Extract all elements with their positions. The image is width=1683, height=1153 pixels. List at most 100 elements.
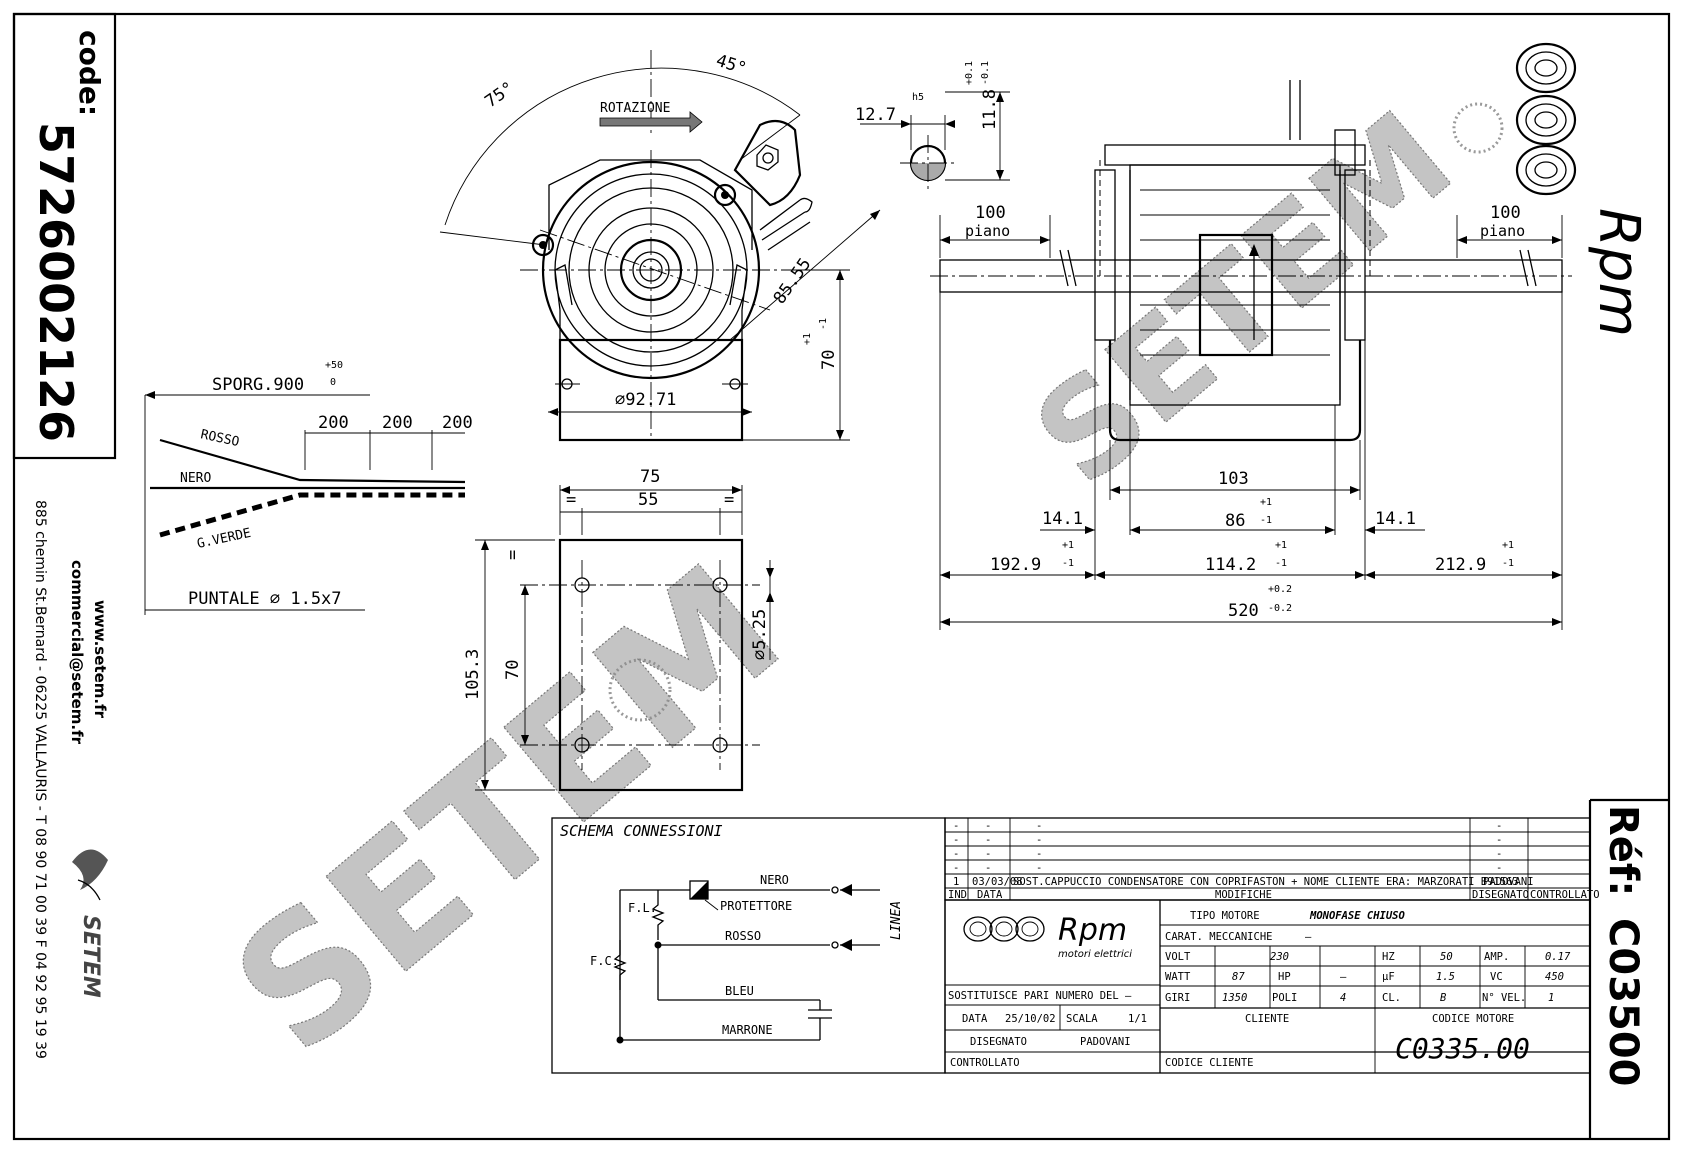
dim-86-tol-minus: -1 — [1260, 515, 1272, 526]
bracket-eq-right: = — [724, 490, 734, 510]
tb-watt-label: WATT — [1165, 971, 1191, 983]
front-height-dim: 70 — [819, 350, 839, 370]
sporg-tol-plus: +50 — [325, 360, 343, 371]
dim-520-tol-plus: +0.2 — [1268, 584, 1292, 595]
tb-cliente-label: CLIENTE — [1245, 1013, 1289, 1025]
rev-row-5-dis: PADOVANI — [1483, 876, 1534, 888]
tb-codice-motore-label: CODICE MOTORE — [1432, 1013, 1514, 1025]
schema-rosso: ROSSO — [725, 929, 761, 943]
rpm-coil-logo — [1515, 42, 1577, 196]
tb-giri: 1350 — [1222, 992, 1247, 1004]
tb-uf: 1.5 — [1436, 971, 1455, 983]
dim-212-tol-minus: -1 — [1502, 558, 1514, 569]
code-label: code: — [73, 30, 106, 116]
setem-logo: SETEM — [72, 849, 108, 998]
shaft-diameter: 12.7 — [855, 105, 896, 125]
sporg-label: SPORG.900 — [212, 375, 304, 395]
tb-hz: 50 — [1440, 951, 1453, 963]
wire-green-label: G.VERDE — [196, 526, 253, 552]
dim-212: 212.9 — [1435, 555, 1486, 575]
tb-amp-label: AMP. — [1484, 951, 1509, 963]
ref-label: Réf: — [1600, 805, 1646, 896]
rev-row-1-ind: - — [953, 820, 959, 832]
rev-row-2-dis: - — [1496, 834, 1502, 846]
bracket-view: 75 55 = = 105.3 70 = ⌀5.25 — [463, 467, 774, 792]
tb-tipo-motore: MONOFASE CHIUSO — [1309, 910, 1405, 922]
tb-poli: 4 — [1340, 992, 1346, 1004]
rev-row-2-data: - — [985, 834, 991, 846]
dim-114: 114.2 — [1205, 555, 1256, 575]
tb-codice-motore: C0335.00 — [1395, 1032, 1530, 1065]
tb-giri-label: GIRI — [1165, 992, 1190, 1004]
watermark-circle-bottom — [608, 658, 672, 722]
shaft-detail: 12.7 h5 11.8 +0.1 -0.1 — [855, 61, 1010, 190]
tb-vc: 450 — [1545, 971, 1564, 983]
revision-table: - - - - - - - - - - - - - - - - 1 03/03/… — [944, 817, 1600, 901]
dim-86-tol-plus: +1 — [1260, 497, 1272, 508]
rev-hdr-modifiche: MODIFICHE — [1215, 889, 1272, 901]
front-diag-dim: 85.55 — [770, 254, 816, 307]
tb-data: 25/10/02 — [1005, 1013, 1056, 1025]
cable-detail: SPORG.900 +50 0 200 200 200 ROSSO NERO G… — [144, 360, 473, 615]
shaft-flat-tol-minus: -0.1 — [980, 61, 991, 85]
setem-logo-text: SETEM — [78, 915, 103, 998]
rev-row-2-desc: - — [1036, 834, 1042, 846]
watermark-text-bottom: SETEM — [199, 528, 816, 1091]
ref-value: C03500 — [1600, 918, 1646, 1087]
code-panel: code: 5726002126 www.setem.fr commercial… — [12, 12, 117, 1059]
bracket-width: 75 — [640, 467, 660, 487]
sporg-tol-minus: 0 — [330, 377, 336, 388]
bracket-hole-spacing: 55 — [638, 490, 658, 510]
dim-114-tol-plus: +1 — [1275, 540, 1287, 551]
side-view: 100 piano 100 piano 103 86 +1 -1 14.1 — [930, 80, 1572, 630]
tb-cl-label: CL. — [1382, 992, 1401, 1004]
right-piano-len: 100 — [1490, 203, 1521, 223]
rev-row-3-data: - — [985, 848, 991, 860]
code-value: 5726002126 — [29, 122, 83, 442]
rev-hdr-ind: IND — [948, 889, 967, 901]
bracket-hole-vertical: 70 — [503, 660, 523, 680]
schema-bleu: BLEU — [725, 984, 754, 998]
schema-fl: F.L. — [628, 901, 657, 915]
tb-hp-label: HP — [1278, 971, 1291, 983]
bracket-eq-left: = — [566, 490, 576, 510]
rev-row-3-ind: - — [953, 848, 959, 860]
bracket-height: 105.3 — [463, 649, 483, 700]
watermark-circle-top — [1452, 102, 1504, 154]
rev-row-1-data: - — [985, 820, 991, 832]
rev-row-5-data: 03/03/08 — [972, 876, 1023, 888]
tb-codice-cliente-label: CODICE CLIENTE — [1165, 1057, 1254, 1069]
dim-192-tol-minus: -1 — [1062, 558, 1074, 569]
tb-nvel: 1 — [1548, 992, 1554, 1004]
rev-row-5-desc: SOST.CAPPUCCIO CONDENSATORE CON COPRIFAS… — [1013, 876, 1519, 888]
rev-row-2-ind: - — [953, 834, 959, 846]
dim-520: 520 — [1228, 601, 1259, 621]
schema-nero: NERO — [760, 873, 789, 887]
cable-seg-3: 200 — [442, 413, 473, 433]
dim-14-left: 14.1 — [1042, 509, 1083, 529]
rev-row-4-ind: - — [953, 862, 959, 874]
rev-row-4-desc: - — [1036, 862, 1042, 874]
rev-row-4-dis: - — [1496, 862, 1502, 874]
tb-uf-label: µF — [1382, 971, 1395, 983]
tb-volt-label: VOLT — [1165, 951, 1191, 963]
front-view: 75° 45° ROTAZIONE — [439, 50, 881, 442]
email: commercial@setem.fr — [68, 560, 86, 745]
tb-watt: 87 — [1232, 971, 1245, 983]
left-piano-len: 100 — [975, 203, 1006, 223]
rev-row-1-desc: - — [1036, 820, 1042, 832]
base-diameter: ⌀92.71 — [615, 390, 676, 410]
tb-poli-label: POLI — [1272, 992, 1297, 1004]
tb-disegnato-label: DISEGNATO — [970, 1036, 1027, 1048]
shaft-fit: h5 — [912, 92, 924, 103]
front-height-tol-plus: +1 — [802, 333, 813, 345]
dim-520-tol-minus: -0.2 — [1268, 603, 1292, 614]
tb-sostituisce: — — [1125, 990, 1132, 1002]
wire-red-label: ROSSO — [199, 427, 241, 450]
tb-carat: — — [1305, 931, 1312, 943]
rev-row-1-dis: - — [1496, 820, 1502, 832]
tb-logo-text: Rpm — [1058, 913, 1127, 948]
angle-75: 75° — [481, 78, 518, 112]
schema-protettore: PROTETTORE — [720, 899, 792, 913]
